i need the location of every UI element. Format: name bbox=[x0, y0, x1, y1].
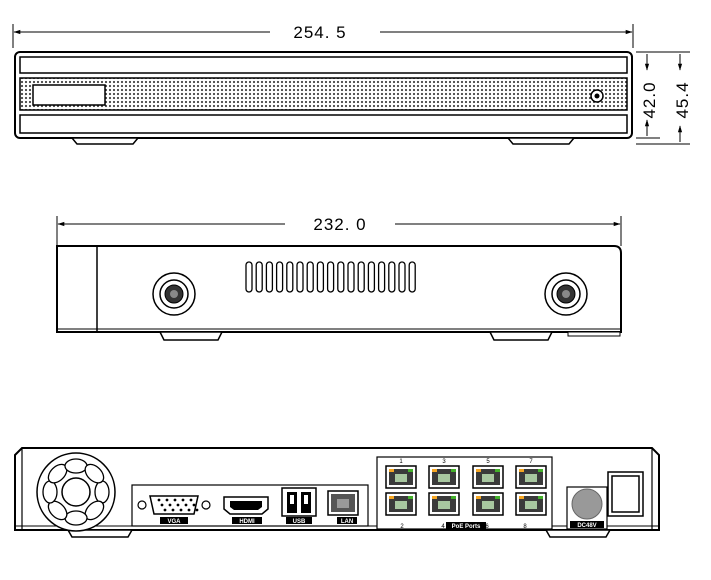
usb-label: USB bbox=[293, 519, 306, 525]
front-view: 254. 5 42.0 45.4 bbox=[12, 23, 692, 145]
rear-foot-right bbox=[544, 529, 612, 538]
poe-rj45-port[interactable] bbox=[385, 492, 417, 516]
hdmi-port[interactable]: HDMI bbox=[223, 496, 269, 525]
vga-pin bbox=[189, 498, 193, 502]
vent-slot bbox=[255, 261, 263, 293]
rear-foot-left bbox=[66, 529, 134, 538]
vent-slot bbox=[275, 261, 284, 293]
poe-port-number: 8 bbox=[523, 524, 527, 530]
side-vent-slots bbox=[245, 261, 416, 293]
power-switch[interactable] bbox=[607, 471, 644, 517]
vga-pin bbox=[165, 498, 169, 502]
vga-pin bbox=[181, 498, 185, 502]
vga-pin bbox=[173, 498, 177, 502]
hdmi-label: HDMI bbox=[239, 519, 255, 525]
dc-power-port[interactable]: DC48V bbox=[570, 488, 604, 529]
poe-port-number: 7 bbox=[529, 459, 533, 465]
vent-slot bbox=[347, 261, 355, 293]
vga-pin bbox=[195, 508, 199, 512]
vga-pin bbox=[171, 508, 175, 512]
poe-port-number: 3 bbox=[442, 459, 446, 465]
vga-pin bbox=[176, 503, 180, 507]
fan-grille-icon bbox=[36, 452, 116, 532]
front-vent-mesh bbox=[19, 77, 628, 111]
vent-slot bbox=[398, 261, 406, 293]
vent-slot bbox=[388, 261, 396, 293]
fan-blade-opening bbox=[94, 480, 110, 504]
vga-pin bbox=[192, 503, 196, 507]
vent-slot bbox=[286, 261, 294, 293]
vga-pin bbox=[163, 508, 167, 512]
poe-port-number: 5 bbox=[486, 459, 490, 465]
side-rear-lip bbox=[567, 331, 621, 337]
fan-blade-opening bbox=[84, 463, 105, 484]
front-width-label: 254. 5 bbox=[293, 23, 346, 42]
poe-rj45-port[interactable] bbox=[385, 465, 417, 489]
lan-port[interactable]: LAN bbox=[327, 490, 359, 525]
poe-port-number: 2 bbox=[400, 524, 404, 530]
vent-slot bbox=[377, 261, 386, 293]
front-foot-right bbox=[506, 137, 576, 145]
poe-rj45-port[interactable] bbox=[515, 492, 547, 516]
front-height-outer-label: 45.4 bbox=[673, 81, 692, 118]
poe-rj45-port[interactable] bbox=[515, 465, 547, 489]
poe-numbers-top: 1 3 5 7 bbox=[399, 459, 533, 465]
vga-pin bbox=[184, 503, 188, 507]
poe-numbers-bottom: 2 4 6 8 bbox=[400, 524, 527, 530]
vent-slot bbox=[357, 261, 365, 293]
poe-rj45-port[interactable] bbox=[472, 492, 504, 516]
lan-label: LAN bbox=[341, 519, 353, 525]
poe-label: PoE Ports bbox=[452, 524, 481, 530]
side-depth-label: 232. 0 bbox=[313, 215, 366, 234]
front-top-panel bbox=[19, 56, 628, 74]
power-indicator-dot bbox=[594, 93, 600, 99]
poe-port-number: 6 bbox=[485, 524, 489, 530]
vent-slot bbox=[408, 261, 416, 293]
poe-rj45-port[interactable] bbox=[428, 465, 460, 489]
front-logo-plate bbox=[32, 84, 106, 106]
vent-slot bbox=[296, 261, 304, 293]
side-foot-left bbox=[158, 331, 224, 341]
fan-blade-opening bbox=[64, 510, 88, 526]
poe-ports[interactable] bbox=[385, 465, 547, 516]
vga-pin bbox=[187, 508, 191, 512]
poe-rj45-port[interactable] bbox=[428, 492, 460, 516]
vent-slot bbox=[367, 261, 376, 293]
side-screw-left bbox=[152, 272, 196, 316]
vga-port[interactable]: VGA bbox=[137, 495, 211, 525]
vent-slot bbox=[265, 261, 274, 293]
vent-slot bbox=[306, 261, 314, 293]
fan-blade-opening bbox=[64, 458, 88, 474]
side-foot-right bbox=[488, 331, 554, 341]
vent-slot bbox=[337, 261, 345, 293]
poe-rj45-port[interactable] bbox=[472, 465, 504, 489]
vga-pin bbox=[160, 503, 164, 507]
vga-pin bbox=[157, 498, 161, 502]
vga-label: VGA bbox=[167, 519, 181, 525]
dc-label: DC48V bbox=[577, 523, 596, 529]
rear-view: VGA HDMI USB LAN 1 bbox=[14, 447, 660, 538]
side-screw-right bbox=[544, 272, 588, 316]
front-foot-left bbox=[70, 137, 140, 145]
front-height-inner-label: 42.0 bbox=[640, 81, 659, 118]
vga-pin bbox=[179, 508, 183, 512]
vent-slot bbox=[316, 261, 325, 293]
fan-blade-opening bbox=[42, 480, 58, 504]
vent-slot bbox=[245, 261, 253, 293]
vent-slot bbox=[326, 261, 335, 293]
poe-port-number: 1 bbox=[399, 459, 403, 465]
usb-ports[interactable]: USB bbox=[281, 487, 317, 525]
poe-port-number: 4 bbox=[441, 524, 445, 530]
poe-label-plate bbox=[446, 522, 486, 529]
vga-pin bbox=[168, 503, 172, 507]
side-view: 232. 0 bbox=[56, 215, 622, 341]
front-bottom-panel bbox=[19, 114, 628, 134]
